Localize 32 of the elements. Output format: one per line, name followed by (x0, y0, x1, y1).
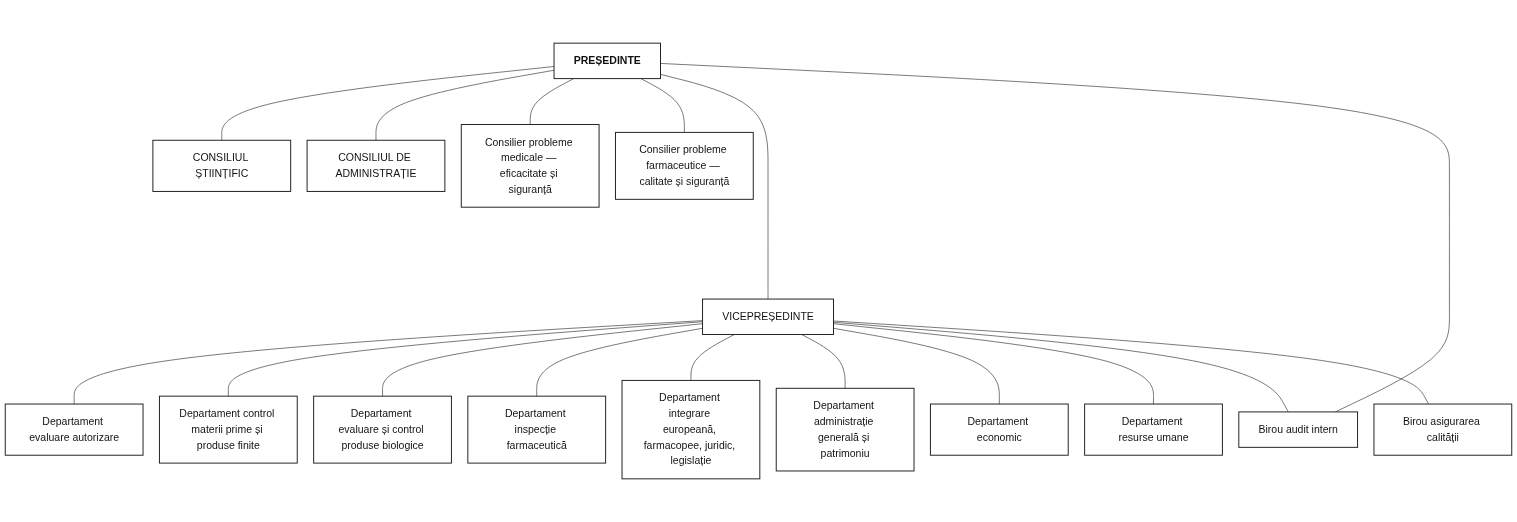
node-box: Departament integrare europeană, farmacopee, juridic, legislație (621, 379, 761, 480)
node-box: PREȘEDINTE (553, 42, 661, 80)
connector (529, 78, 575, 125)
node-box: Departament evaluare și control produse biologice (313, 395, 452, 464)
node-box: Departament inspecție farmaceutică (467, 395, 607, 464)
connector (801, 334, 846, 389)
connector (640, 78, 685, 133)
connector (833, 327, 1000, 405)
node-box: Departament resurse umane (1084, 403, 1223, 456)
node-box: Departament administrație generală și patrimoniu (775, 387, 915, 472)
connector (660, 63, 1450, 413)
connector (73, 320, 703, 405)
connector (382, 323, 703, 397)
connector (690, 334, 735, 381)
connector (536, 327, 703, 397)
node-box: Departament evaluare autorizare (4, 403, 144, 456)
node-box: CONSILIUL ȘTIINȚIFIC (152, 139, 292, 192)
connector (833, 320, 1429, 405)
node-box: Departament economic (929, 403, 1069, 456)
node-box: Birou asigurarea calității (1373, 403, 1513, 456)
connector (833, 321, 1289, 413)
node-box: Departament control materii prime și produse finite (158, 395, 298, 464)
connector (833, 323, 1154, 405)
node-box: Consilier probleme medicale — eficacitate și siguranță (460, 124, 600, 208)
connector (375, 69, 555, 141)
connector (660, 74, 769, 300)
connector (228, 321, 703, 397)
node-box: CONSILIUL DE ADMINISTRAȚIE (306, 139, 446, 192)
node-box: Birou audit intern (1238, 411, 1359, 448)
node-box: VICEPREȘEDINTE (702, 298, 834, 335)
connector (221, 66, 555, 141)
node-box: Consilier probleme farmaceutice — calitate și siguranță (615, 131, 754, 200)
